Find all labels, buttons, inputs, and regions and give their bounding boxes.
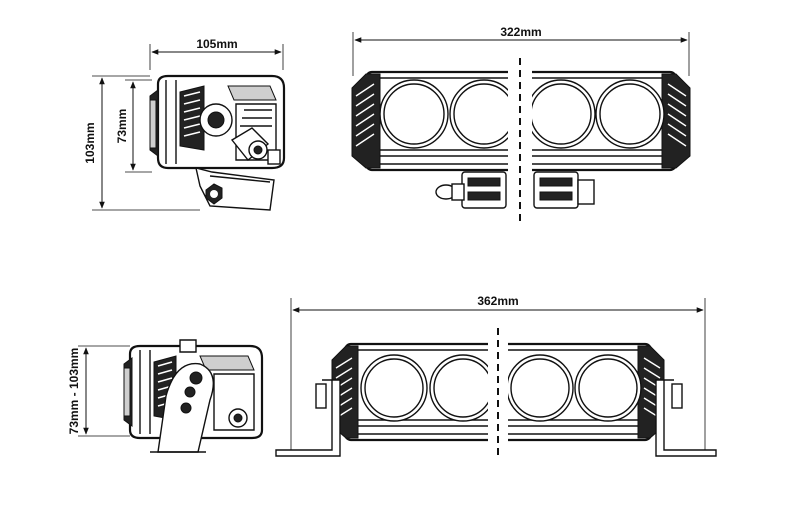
dim-label-322: 322mm <box>500 25 541 39</box>
dim-label-103: 103mm <box>83 122 97 163</box>
front-view-top: 322mm <box>351 25 691 224</box>
dim-label-105: 105mm <box>196 37 237 51</box>
side-view-bottom: 73mm - 103mm <box>67 339 264 453</box>
dim-label-73-103: 73mm - 103mm <box>67 348 81 435</box>
front-view-bottom: 362mm <box>275 294 717 457</box>
dim-label-73: 73mm <box>115 109 129 144</box>
dim-label-362: 362mm <box>477 294 518 308</box>
side-view-top: 105mm 73mm 103mm <box>83 37 286 211</box>
